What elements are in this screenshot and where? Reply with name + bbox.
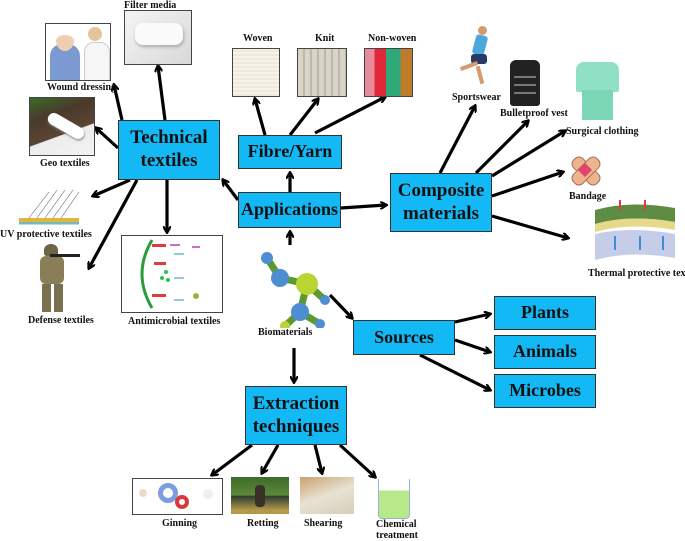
- bulletproof-vest-label: Bulletproof vest: [500, 108, 568, 119]
- arrow-sources-plants: [454, 314, 490, 324]
- arrow-tech-defense: [89, 179, 139, 268]
- beaker-icon: [378, 479, 410, 519]
- shearing-label: Shearing: [304, 518, 343, 529]
- uv-layer-icon: [19, 189, 80, 225]
- node-extraction-techniques-label: Extraction techniques: [252, 392, 340, 437]
- node-applications: Applications: [238, 192, 341, 228]
- sportswear-label: Sportswear: [452, 92, 501, 103]
- knit-label: Knit: [315, 33, 335, 44]
- wound-dressing-label: Wound dressing: [47, 82, 117, 93]
- chemical-treatment-label: Chemical treatment: [376, 519, 419, 541]
- node-fibre-yarn-label: Fibre/Yarn: [247, 141, 333, 162]
- node-extraction-techniques: Extraction techniques: [245, 386, 347, 445]
- filter-roll-icon: [124, 10, 192, 65]
- thermal-layers-icon: [595, 200, 675, 260]
- node-technical-textiles-label: Technical textiles: [130, 127, 208, 171]
- arrow-tech-geo: [96, 128, 120, 150]
- node-fibre-yarn: Fibre/Yarn: [238, 135, 342, 169]
- molecule-icon: [261, 252, 330, 328]
- arrow-composite-surgical: [491, 131, 565, 178]
- node-plants: Plants: [494, 296, 596, 330]
- node-microbes: Microbes: [494, 374, 596, 408]
- scrubs-icon: [570, 60, 625, 122]
- runner-icon: [456, 26, 502, 88]
- arrow-tech-wound: [114, 85, 124, 121]
- arrow-sources-animals: [454, 338, 490, 352]
- thermal-protective-textiles-label: Thermal protective textiles: [588, 268, 685, 279]
- gears-icon: [132, 478, 223, 515]
- arrow-extraction-ginning: [212, 443, 253, 475]
- woven-fabric-icon: [232, 48, 280, 97]
- arrow-fibre-woven: [255, 99, 267, 136]
- arrow-sources-microbes: [419, 353, 490, 390]
- node-composite-materials-label: Composite materials: [397, 179, 485, 224]
- node-sources: Sources: [353, 320, 455, 355]
- bandage-icon: [565, 150, 605, 190]
- woven-label: Woven: [243, 33, 273, 44]
- node-sources-label: Sources: [374, 326, 434, 347]
- arrow-composite-sportswear: [438, 106, 475, 174]
- arrow-composite-bandage: [491, 172, 563, 198]
- biomaterials-label: Biomaterials: [258, 327, 313, 338]
- arrow-fibre-nonwoven: [314, 97, 385, 135]
- arrow-bio-to-sources: [328, 293, 352, 318]
- node-animals: Animals: [494, 335, 596, 369]
- knit-fabric-icon: [297, 48, 347, 97]
- soldier-icon: [30, 244, 80, 314]
- arrow-composite-vest: [474, 121, 528, 175]
- arrow-fibre-knit: [288, 99, 318, 136]
- node-microbes-label: Microbes: [509, 380, 581, 401]
- node-applications-label: Applications: [240, 199, 339, 220]
- nonwoven-fabric-icon: [364, 48, 413, 97]
- arrow-applications-to-composite: [340, 205, 386, 210]
- wound-dressing-icon: [45, 23, 111, 81]
- antimicrobial-textiles-label: Antimicrobial textiles: [128, 316, 221, 327]
- retting-label: Retting: [247, 518, 279, 529]
- vest-icon: [510, 60, 540, 106]
- node-animals-label: Animals: [512, 341, 577, 362]
- filter-media-label: Filter media: [124, 0, 177, 11]
- arrow-applications-to-technical: [223, 180, 240, 201]
- node-plants-label: Plants: [520, 302, 569, 323]
- non-woven-label: Non-woven: [368, 33, 417, 44]
- antimicrobial-diagram-icon: [121, 235, 223, 313]
- arrow-extraction-chemical: [338, 443, 375, 477]
- bandage-label: Bandage: [569, 191, 607, 202]
- defense-textiles-label: Defense textiles: [28, 315, 94, 326]
- surgical-clothing-label: Surgical clothing: [566, 126, 639, 137]
- node-technical-textiles: Technical textiles: [118, 120, 220, 180]
- node-composite-materials: Composite materials: [390, 173, 492, 232]
- arrow-composite-thermal: [491, 214, 568, 238]
- geo-textiles-label: Geo textiles: [40, 158, 90, 169]
- chemical-treatment-text: Chemical treatment: [376, 519, 419, 541]
- arrow-extraction-retting: [262, 444, 280, 473]
- shearing-photo-icon: [300, 477, 354, 514]
- geotextile-roll-icon: [29, 97, 95, 156]
- ginning-label: Ginning: [162, 518, 198, 529]
- retting-photo-icon: [231, 477, 289, 514]
- arrow-extraction-shearing: [313, 444, 322, 473]
- uv-protective-textiles-label: UV protective textiles: [0, 229, 92, 240]
- arrow-tech-uv: [93, 178, 131, 196]
- arrow-tech-filter: [158, 66, 167, 121]
